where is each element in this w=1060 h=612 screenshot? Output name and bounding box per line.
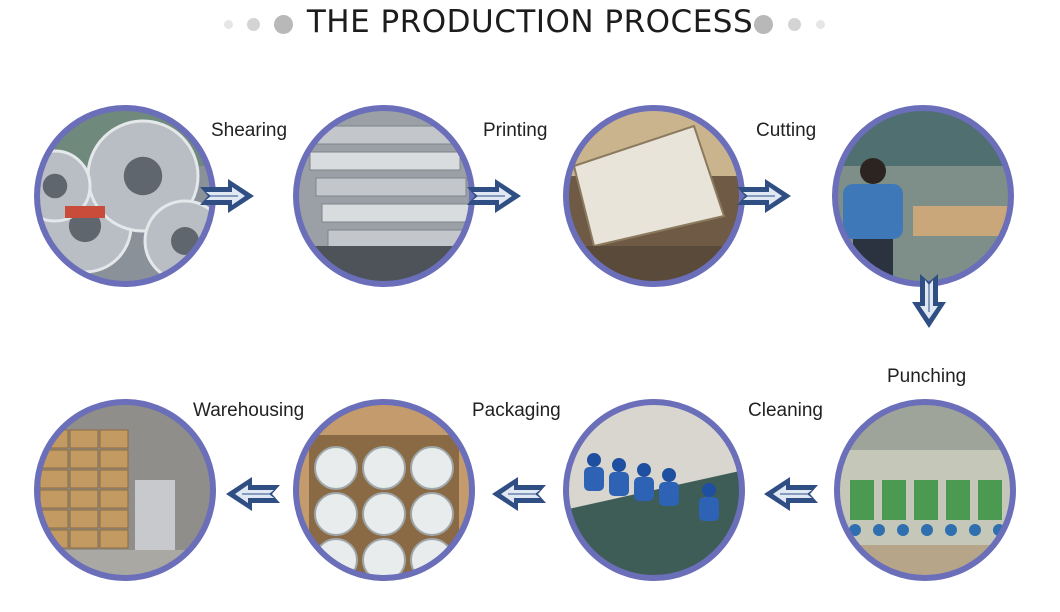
header: THE PRODUCTION PROCESS — [0, 0, 1060, 52]
step-ring — [293, 105, 475, 287]
step-photo — [296, 108, 472, 284]
step-label-cutting: Cutting — [756, 120, 817, 141]
decor-dot — [816, 20, 825, 29]
step-photo — [835, 108, 1011, 284]
step-ring — [834, 399, 1016, 581]
step-photo — [37, 108, 213, 284]
step-photo — [566, 402, 742, 578]
flow-arrow-icon — [737, 179, 791, 213]
flow-arrow-icon — [226, 477, 280, 511]
flow-arrow-icon — [912, 274, 946, 328]
decor-dot — [754, 15, 773, 34]
step-label-shearing: Shearing — [211, 120, 288, 141]
step-label-cleaning: Cleaning — [748, 400, 823, 421]
step-printing — [563, 105, 745, 287]
step-ring — [34, 399, 216, 581]
step-ring — [563, 105, 745, 287]
flow-arrow-icon — [467, 179, 521, 213]
step-label-warehousing: Warehousing — [193, 400, 305, 421]
decor-dot — [274, 15, 293, 34]
decor-dot — [788, 18, 801, 31]
flow-arrow-icon — [200, 179, 254, 213]
flow-arrow-icon — [492, 477, 546, 511]
step-cutting — [832, 105, 1014, 287]
step-ring — [563, 399, 745, 581]
step-packaging — [293, 399, 475, 581]
flow-arrow-icon — [764, 477, 818, 511]
step-raw-material — [34, 105, 216, 287]
step-warehousing — [34, 399, 216, 581]
step-label-punching: Punching — [887, 366, 967, 387]
step-punching — [834, 399, 1016, 581]
decor-dot — [247, 18, 260, 31]
step-label-packaging: Packaging — [472, 400, 561, 421]
step-label-printing: Printing — [483, 120, 548, 141]
decor-dot — [224, 20, 233, 29]
page-title: THE PRODUCTION PROCESS — [306, 4, 754, 40]
step-ring — [293, 399, 475, 581]
step-shearing — [293, 105, 475, 287]
step-cleaning — [563, 399, 745, 581]
